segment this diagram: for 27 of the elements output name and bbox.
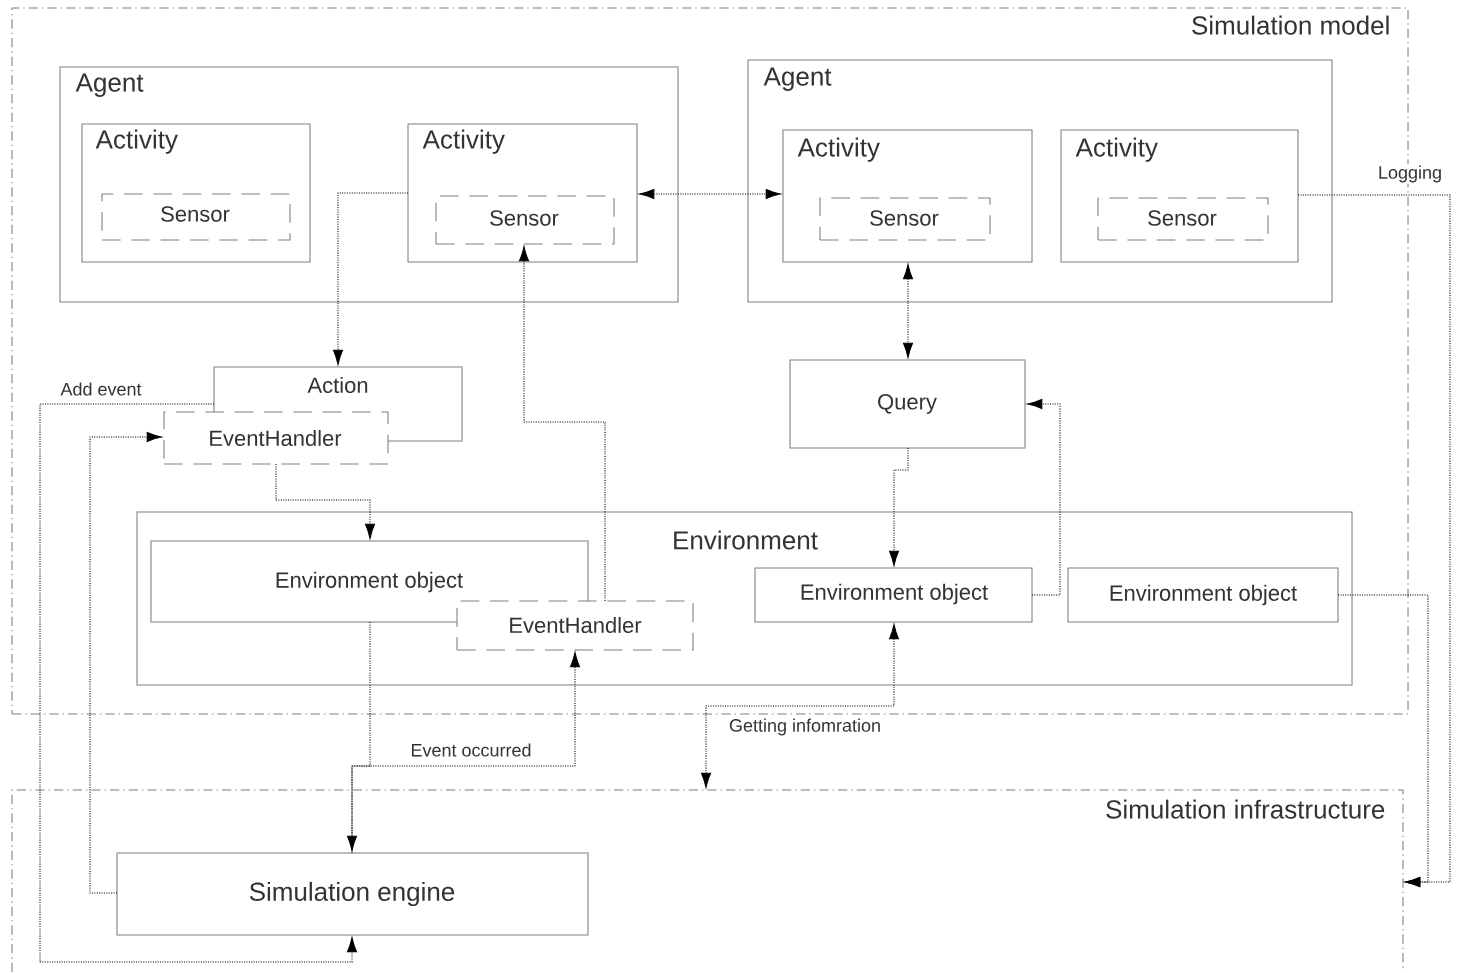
engine-box: Simulation engine [116,852,589,936]
handler-box: EventHandler [456,600,694,651]
arrow [519,246,606,602]
arrow [903,264,914,358]
sensor-box: Sensor [435,195,615,245]
arrow [639,188,781,199]
query-box: Query [789,359,1026,449]
arrow [39,403,358,963]
arrow [1027,398,1061,596]
arrow [701,624,900,788]
arrow [347,621,371,851]
sensor-box: Sensor [101,193,291,241]
arrow [1337,594,1429,887]
arrow [889,447,909,566]
edge-label: Getting infomration [727,717,883,737]
object-box: Environment object [1067,567,1339,623]
edge-label: Logging [1376,164,1444,184]
sensor-box: Sensor [819,197,991,241]
arrow [351,652,581,854]
arrow [333,192,409,365]
arrow [89,431,162,894]
edge-label: Event occurred [409,742,533,758]
sensor-box: Sensor [1097,197,1269,241]
object-box: Environment object [754,567,1033,623]
handler-box: EventHandler [163,411,389,465]
edge-label: Add event [59,381,143,397]
arrow [275,463,376,539]
